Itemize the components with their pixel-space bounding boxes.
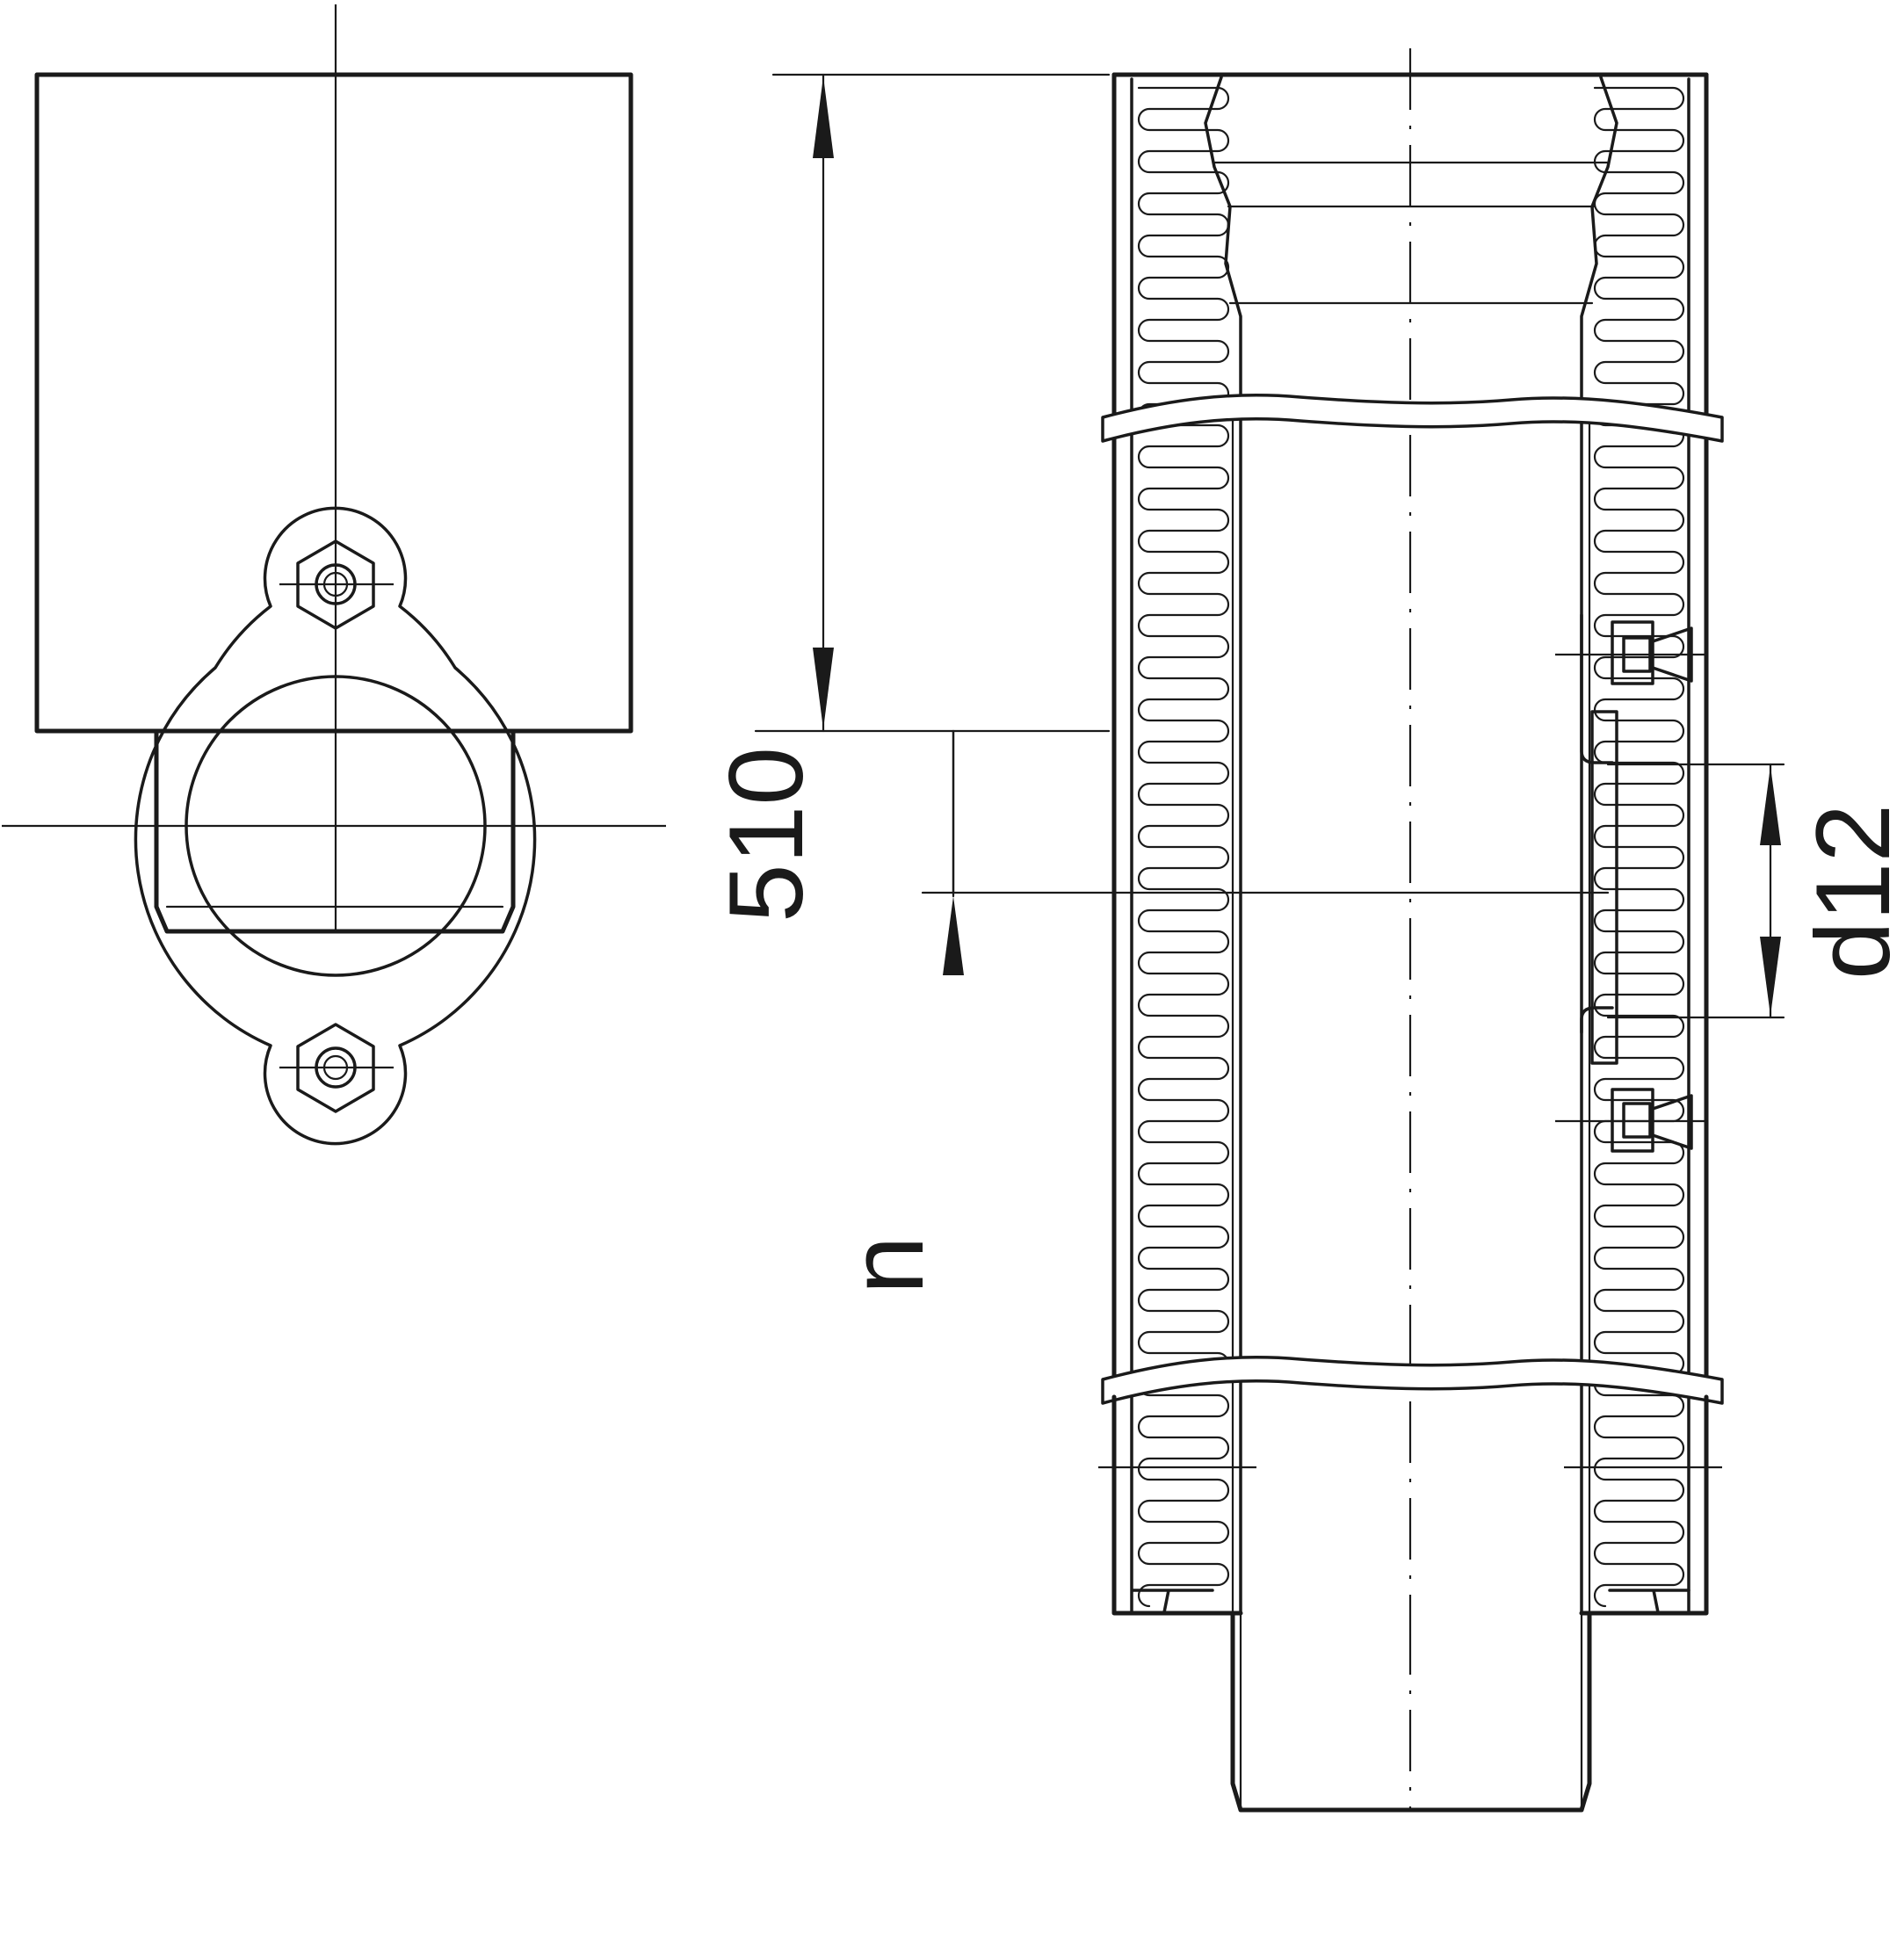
cleanout-door-plate (1590, 710, 1618, 1065)
dim-510-arrow-bottom (813, 648, 834, 729)
front-view (2, 4, 666, 1146)
flange-plate (134, 506, 537, 1146)
insulation-wave-left (1137, 86, 1230, 1608)
insulation-wave-right (1593, 86, 1685, 1608)
cleanout-door (1555, 613, 1705, 1153)
door-latch-lower (1555, 1088, 1705, 1153)
upper-nut-hexagon (296, 539, 375, 630)
dim-n-arrow-top (943, 896, 964, 975)
dim-n-label: n (828, 1236, 945, 1295)
door-latch-upper-knob (1651, 626, 1693, 683)
section-casing-bottom (1111, 1394, 1709, 1616)
dimension-510: 510 (707, 73, 1111, 923)
dim-510-arrow-top (813, 76, 834, 158)
cleanout-door-frame (1580, 613, 1614, 1034)
flange-bore (185, 675, 487, 977)
front-view-body (34, 72, 633, 734)
dim-d12-label: d12 (1794, 804, 1904, 980)
dim-510-label: 510 (707, 747, 825, 923)
door-latch-upper (1555, 620, 1705, 685)
upper-break-band (1101, 394, 1724, 443)
lower-nut-hexagon (296, 1023, 375, 1113)
dimension-d12: d12 (1606, 763, 1904, 1019)
dimension-n: n (828, 729, 1610, 1295)
dim-d12-arrow-bottom (1760, 937, 1781, 1016)
lower-break-band (1101, 1356, 1724, 1405)
section-bottom-white (1109, 1613, 1724, 1940)
door-latch-lower-knob (1651, 1094, 1693, 1150)
flange-outline (134, 506, 537, 1146)
lower-nut (279, 1023, 394, 1113)
section-view (1098, 48, 1724, 1940)
door-latch-upper-block (1611, 620, 1654, 685)
upper-nut (279, 539, 394, 630)
dim-d12-arrow-top (1760, 766, 1781, 845)
